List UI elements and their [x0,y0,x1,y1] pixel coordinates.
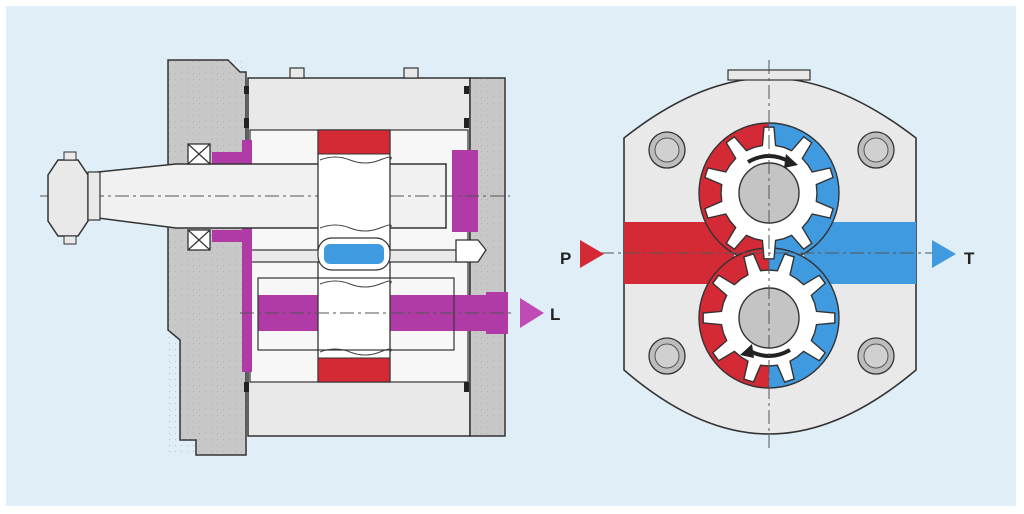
leak-port-arrow [520,298,544,328]
suction-zone-mesh [324,244,384,264]
bolt-hole [857,337,895,375]
section-view: L [40,59,560,456]
shaft-seal-top [187,143,211,165]
tank-port-arrow [932,240,956,268]
body-seals [244,86,469,392]
leak-channel-front [242,140,252,372]
body-bolt-head [403,67,419,79]
bolt-hole [648,131,686,169]
pressure-zone-bottom [317,357,391,383]
leak-channel-rear [452,150,478,232]
shaft-seal-bottom [187,229,211,251]
tank-port-label: T [964,249,975,268]
front-view: P T [560,60,975,448]
driven-shaft [257,277,455,351]
bolt-hole [648,337,686,375]
body-bolt-head [289,67,305,79]
leak-port-label: L [550,305,560,324]
bolt-hole [857,131,895,169]
pressure-zone-top [317,129,391,155]
relief-detail [455,239,487,263]
pressure-port-arrow [580,240,604,268]
shaft-nut [47,159,89,237]
bolt-holes [648,131,895,375]
pressure-port-label: P [560,249,571,268]
shaft-washer [87,171,101,221]
